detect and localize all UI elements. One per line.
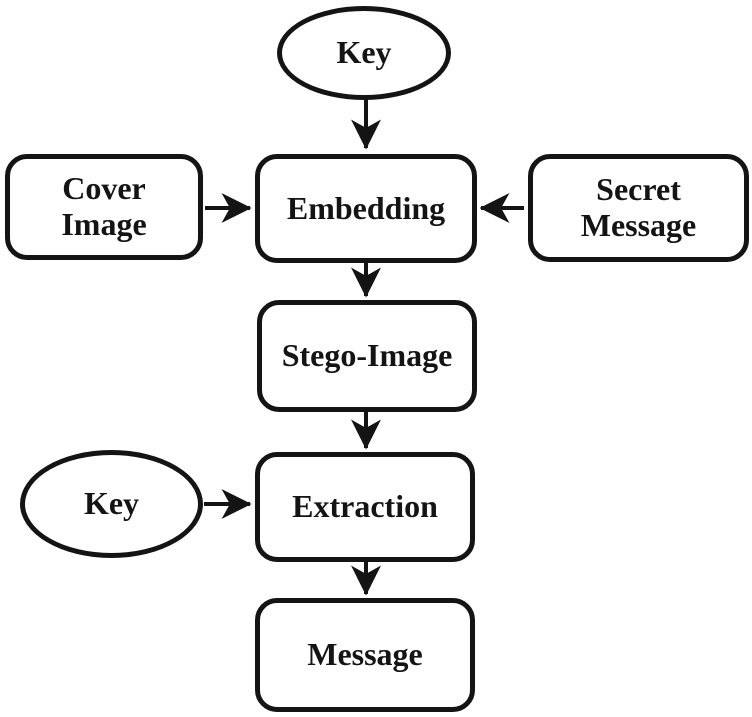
node-embedding: Embedding (255, 154, 477, 263)
node-secret-message-label: Secret Message (580, 171, 697, 243)
node-message: Message (255, 598, 475, 712)
node-embedding-label: Embedding (286, 189, 446, 226)
node-key-top-label: Key (336, 34, 392, 71)
node-cover-image: Cover Image (5, 154, 203, 260)
node-key-top: Key (277, 6, 451, 100)
node-extraction: Extraction (255, 452, 475, 562)
node-secret-message: Secret Message (528, 154, 749, 262)
node-stego-image-label: Stego-Image (281, 337, 453, 374)
node-stego-image: Stego-Image (257, 300, 477, 412)
node-key-left-label: Key (83, 485, 140, 522)
node-cover-image-label: Cover Image (61, 170, 147, 242)
node-key-left: Key (20, 450, 203, 558)
node-message-label: Message (307, 636, 423, 673)
node-extraction-label: Extraction (292, 488, 438, 525)
